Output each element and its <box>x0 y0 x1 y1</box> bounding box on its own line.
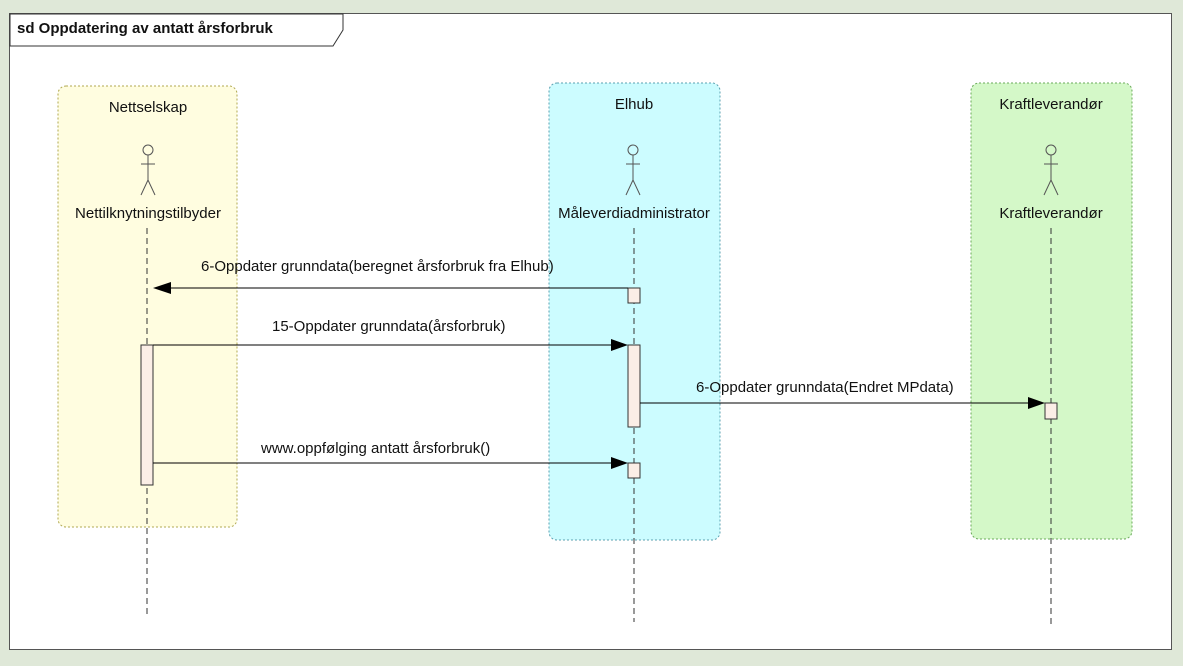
actor-name-kraftleverandor: Kraftleverandør <box>999 205 1103 222</box>
actor-icon-nettselskap <box>140 144 156 196</box>
partition-nettselskap <box>57 85 238 528</box>
actor-name-nettselskap: Nettilknytningstilbyder <box>75 205 221 222</box>
message-label-2: 15-Oppdater grunndata(årsforbruk) <box>272 318 506 335</box>
message-label-3: 6-Oppdater grunndata(Endret MPdata) <box>696 379 954 396</box>
arrowhead-3 <box>1028 397 1045 409</box>
partition-label-kraftleverandor: Kraftleverandør <box>999 96 1103 113</box>
activation-elhub-3 <box>627 462 641 479</box>
partition-label-elhub: Elhub <box>614 96 654 113</box>
arrowhead-4 <box>611 457 628 469</box>
activation-elhub-2 <box>627 344 641 428</box>
frame-title: sd Oppdatering av antatt årsforbruk <box>17 20 273 37</box>
message-label-4: www.oppfølging antatt årsforbruk() <box>261 440 491 457</box>
actor-icon-kraftleverandor <box>1043 144 1059 196</box>
activation-nettselskap <box>140 344 154 486</box>
arrowhead-2 <box>611 339 628 351</box>
actor-name-elhub: Måleverdiadministrator <box>558 205 710 222</box>
arrowhead-1 <box>153 282 171 294</box>
message-label-1: 6-Oppdater grunndata(beregnet årsforbruk… <box>201 258 554 275</box>
activation-kraftleverandor <box>1044 402 1058 420</box>
actor-icon-elhub <box>625 144 641 196</box>
frame-title-tab <box>9 13 344 47</box>
partition-label-nettselskap: Nettselskap <box>108 99 188 116</box>
activation-elhub-1 <box>627 287 641 304</box>
